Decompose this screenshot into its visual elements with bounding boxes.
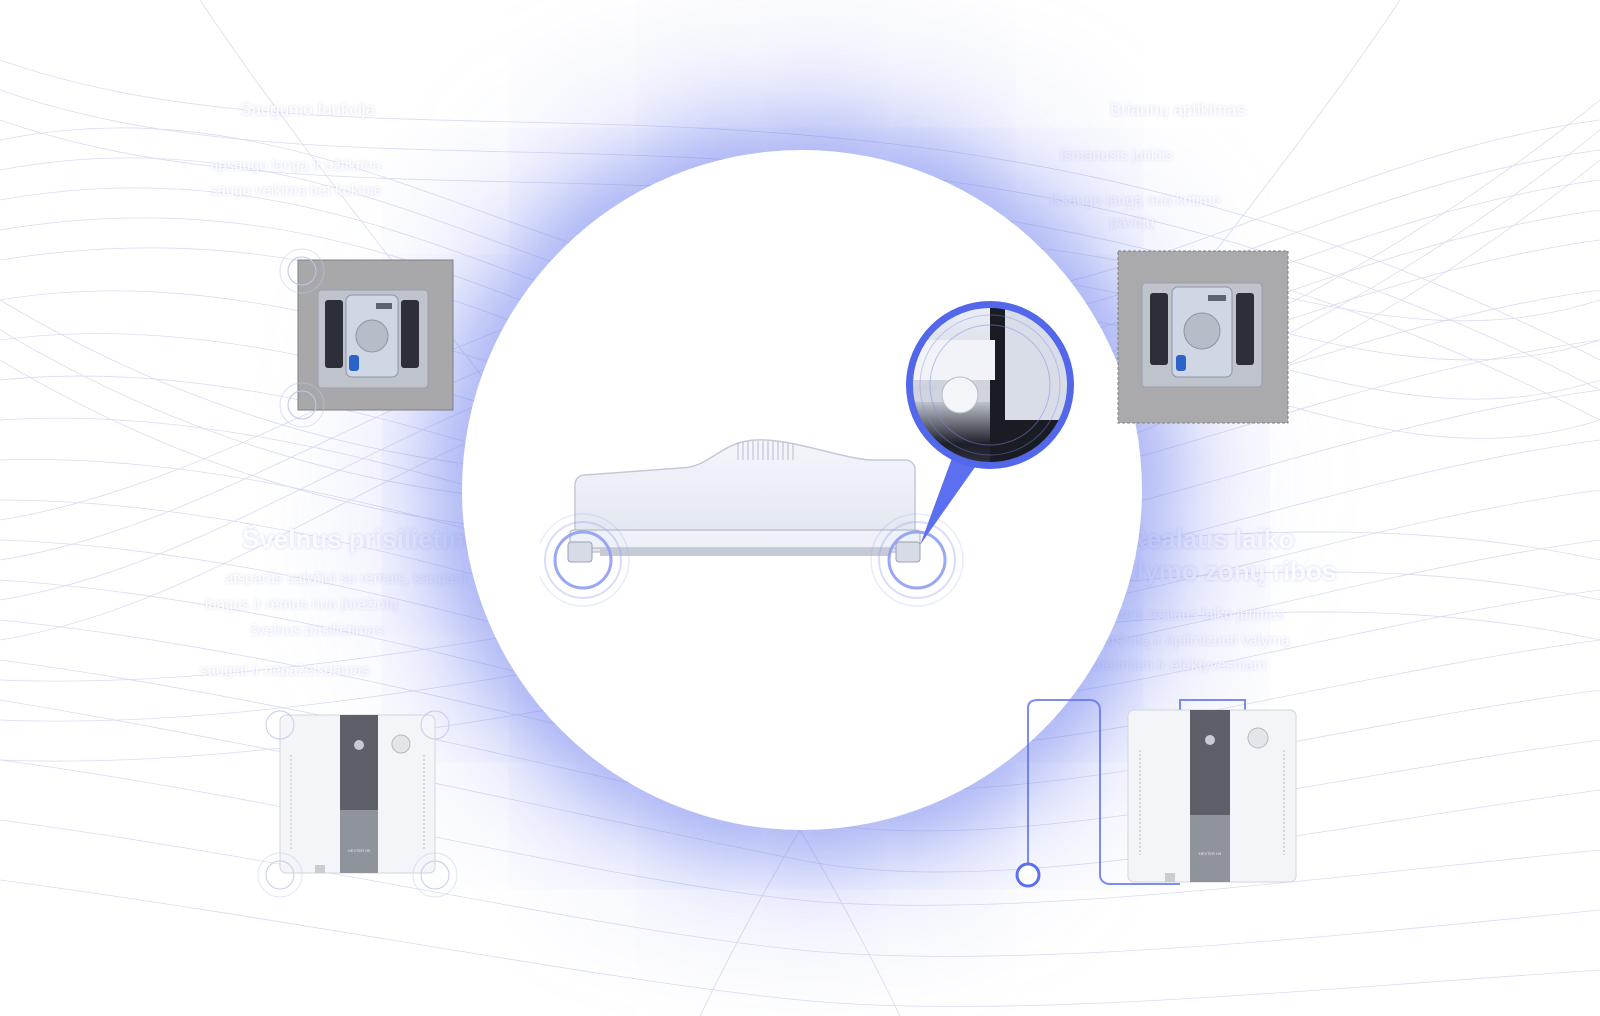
top-right-line: Išmanusis jutiklis <box>1060 147 1173 164</box>
top-left-line: saugų veikimą bet kokioje <box>210 182 382 199</box>
robot-front-bottom-right: HEXTER H5 <box>1015 699 1297 888</box>
left-feature-title: Švelnus prisilietimas <box>242 524 501 554</box>
device-label: HEXTER H5 <box>1199 851 1222 856</box>
top-left-line: apsaugo langą ir užtikrina <box>210 157 381 174</box>
right-feature-title-line: valymo zonų ribos <box>1108 556 1337 586</box>
right-feature-title-line: Realaus laiko <box>1128 524 1295 554</box>
top-right-line: išsaugo langą nuo kritimo <box>1050 192 1221 209</box>
top-right-heading: Briaunų aptikimas <box>1110 100 1246 119</box>
robot-side-view <box>567 439 921 563</box>
right-feature-line: maršrutą ir optimizuoti valymą <box>1090 632 1290 649</box>
robot-on-window-top-left <box>279 248 454 428</box>
circuit-trace-icon <box>1027 699 1246 885</box>
edge-sensor-callout-icon <box>906 301 1074 545</box>
left-feature-line: saugiai ir nepažeisdamas <box>200 662 370 679</box>
left-feature-line: langus ir rėmus nuo įbrėžimų <box>205 596 398 613</box>
left-feature-line: švelnus prisilietimas <box>250 622 384 639</box>
device-label: HEXTER H5 <box>348 848 371 853</box>
left-feature-line: atsparūs sąlyčiui su rėmais, saugant <box>225 570 467 587</box>
top-right-line: pavojų <box>1110 214 1155 231</box>
top-left-heading: Saugumo funkcija <box>240 100 376 119</box>
touch-point-rings <box>540 513 964 607</box>
robot-on-window-top-right <box>1117 250 1289 424</box>
right-feature-line: sumanesniam ir efektyvesniam <box>1060 657 1266 674</box>
robot-front-bottom-left: HEXTER H5 <box>257 710 458 898</box>
